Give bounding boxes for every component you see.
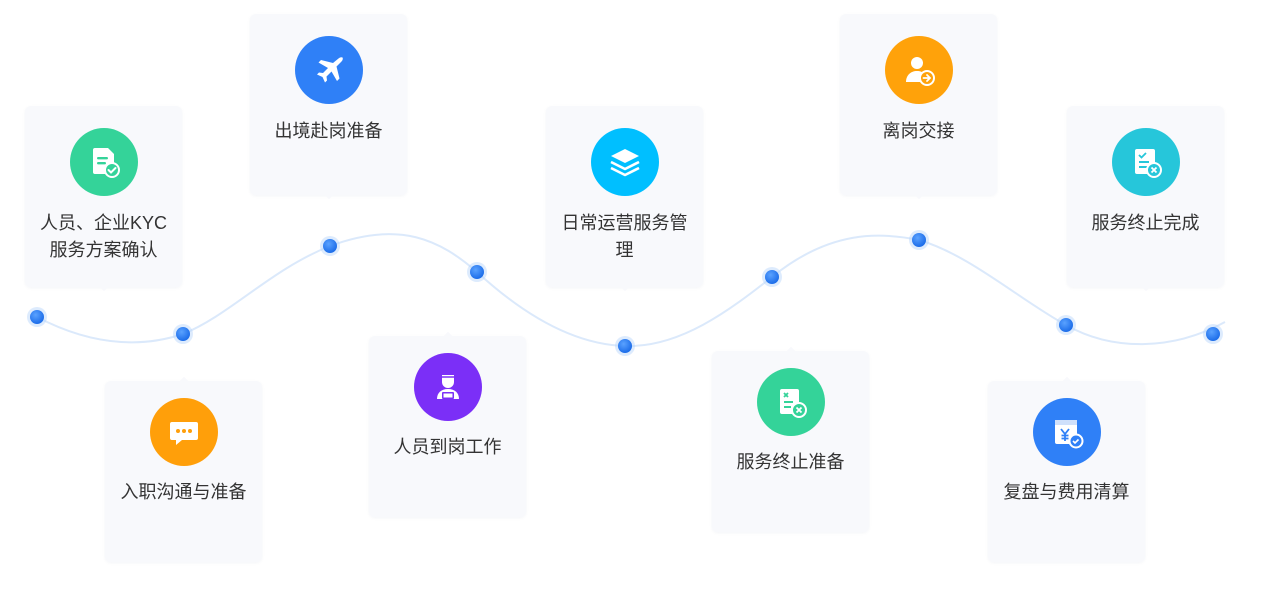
- step-label: 入职沟通与准备: [120, 482, 247, 502]
- user-exit-icon: [884, 36, 953, 104]
- timeline-dot: [320, 236, 340, 256]
- step-label: 离岗交接: [882, 121, 955, 141]
- document-check-icon: [69, 128, 138, 196]
- timeline-dot: [467, 262, 487, 282]
- step-card-onboarding: 入职沟通与准备: [105, 381, 262, 562]
- timeline-dot: [1056, 315, 1076, 335]
- step-label: 出境赴岗准备: [274, 121, 383, 141]
- worker-icon: [413, 353, 482, 421]
- step-card-handover: 离岗交接: [840, 14, 997, 195]
- chat-bubble-icon: [149, 398, 218, 466]
- step-card-termination-prep: 服务终止准备: [712, 351, 869, 532]
- step-label: 人员到岗工作: [393, 437, 502, 457]
- step-card-settlement: 复盘与费用清算: [988, 381, 1145, 562]
- invoice-yen-icon: [1032, 398, 1101, 466]
- step-label: 复盘与费用清算: [1003, 482, 1130, 502]
- layers-icon: [590, 128, 659, 196]
- step-label: 日常运营服务管 理: [561, 213, 688, 260]
- step-card-departure: 出境赴岗准备: [250, 14, 407, 195]
- timeline-dot: [27, 307, 47, 327]
- timeline-dot: [762, 267, 782, 287]
- timeline-dot: [909, 230, 929, 250]
- document-cancel-icon: [756, 368, 825, 436]
- step-card-termination-complete: 服务终止完成: [1067, 106, 1224, 287]
- step-label: 服务终止完成: [1091, 213, 1200, 233]
- step-card-kyc: 人员、企业KYC 服务方案确认: [25, 106, 182, 287]
- timeline-dot: [173, 324, 193, 344]
- step-card-arrival: 人员到岗工作: [369, 336, 526, 517]
- timeline-dot: [1203, 324, 1223, 344]
- step-card-operations: 日常运营服务管 理: [546, 106, 703, 287]
- step-label: 服务终止准备: [736, 452, 845, 472]
- step-label: 人员、企业KYC 服务方案确认: [39, 213, 167, 260]
- timeline-dot: [615, 336, 635, 356]
- airplane-icon: [294, 36, 363, 104]
- document-complete-icon: [1111, 128, 1180, 196]
